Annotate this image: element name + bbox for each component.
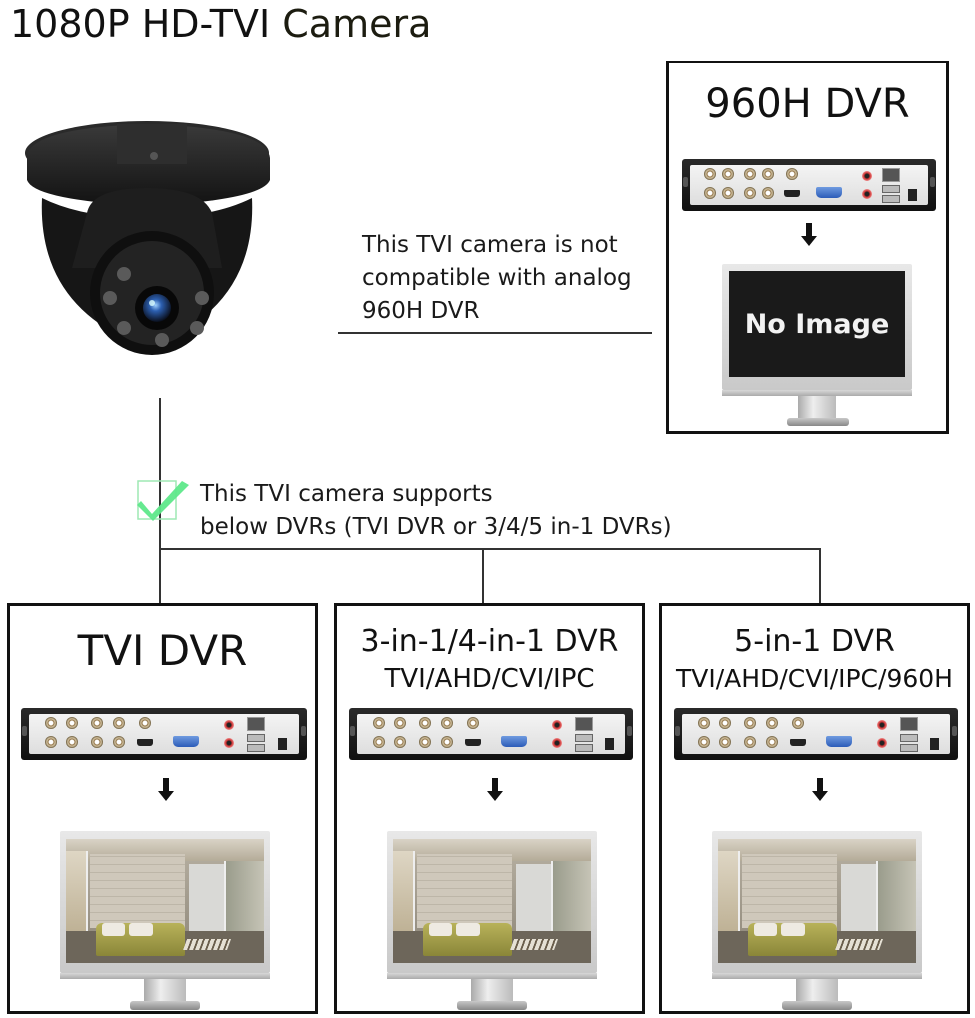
monitor-screen-room-image [393, 839, 591, 963]
dvr-rear-panel-icon [21, 708, 307, 760]
page-title: 1080P HD-TVI Camera [10, 2, 431, 46]
monitor-icon [387, 831, 597, 1013]
monitor-icon [60, 831, 270, 1013]
connector-line-branch [159, 548, 821, 550]
connector-line-box2 [482, 548, 484, 603]
dome-camera-icon [12, 108, 282, 368]
box-subtitle: TVI/AHD/CVI/IPC [384, 664, 595, 694]
box-5in1-dvr: 5-in-1 DVR TVI/AHD/CVI/IPC/960H [659, 603, 970, 1014]
title-prefix: 1080P HD-TVI [10, 2, 283, 46]
checkmark-icon [137, 477, 189, 521]
connector-line-camera-down [159, 398, 161, 603]
monitor-icon [712, 831, 922, 1013]
box-subtitle: TVI/AHD/CVI/IPC/960H [676, 664, 953, 693]
incompatible-note-line-3: 960H DVR [362, 298, 480, 324]
connector-line-box3 [819, 548, 821, 603]
monitor-screen-room-image [66, 839, 264, 963]
box-3in1-4in1-dvr: 3-in-1/4-in-1 DVR TVI/AHD/CVI/IPC [334, 603, 645, 1014]
box-960h-dvr: 960H DVR No Image [666, 61, 949, 434]
compatible-note-line-1: This TVI camera supports [200, 481, 493, 507]
compatible-note-line-2: below DVRs (TVI DVR or 3/4/5 in-1 DVRs) [200, 514, 672, 540]
connector-line-incompatible [338, 332, 652, 334]
dvr-rear-panel-icon [349, 708, 633, 760]
monitor-screen-room-image [718, 839, 916, 963]
incompatible-note: This TVI camera is not compatible with a… [362, 229, 632, 328]
monitor-icon: No Image [722, 264, 912, 430]
title-camera-word: Camera [282, 2, 432, 46]
box-title: 960H DVR [705, 81, 910, 127]
incompatible-note-line-2: compatible with analog [362, 265, 632, 291]
incompatible-note-line-1: This TVI camera is not [362, 232, 618, 258]
box-title: 3-in-1/4-in-1 DVR [360, 624, 619, 659]
monitor-screen: No Image [729, 271, 905, 377]
dvr-rear-panel-icon [682, 159, 936, 211]
compatible-note: This TVI camera supports below DVRs (TVI… [200, 478, 672, 544]
box-tvi-dvr: TVI DVR [7, 603, 318, 1014]
box-title: TVI DVR [77, 626, 248, 675]
dvr-rear-panel-icon [674, 708, 958, 760]
no-image-label: No Image [744, 308, 890, 340]
box-title: 5-in-1 DVR [734, 624, 895, 659]
